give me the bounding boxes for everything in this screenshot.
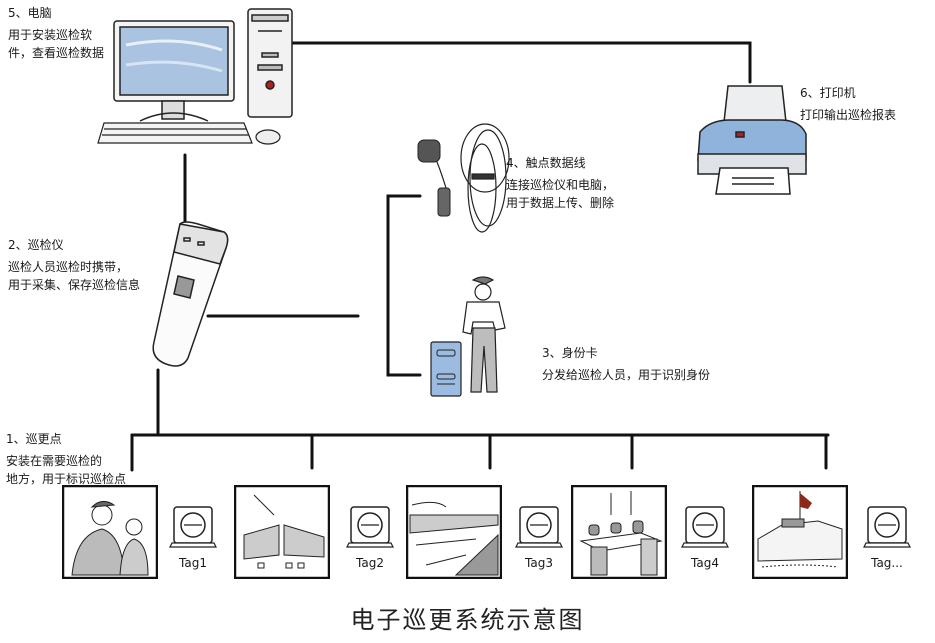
guard-cap — [471, 276, 495, 285]
id-card-label: 3、身份卡 分发给巡检人员，用于识别身份 — [542, 344, 710, 384]
checkpoint-scene-building — [752, 485, 848, 579]
tag-icon — [863, 506, 911, 548]
patrol-device-illustration — [152, 221, 229, 367]
checkpoint-scene-office — [571, 485, 667, 579]
data-cable-heading: 4、触点数据线 — [506, 156, 586, 170]
checkpoint-heading: 1、巡更点 — [6, 432, 62, 446]
computer-heading: 5、电脑 — [8, 6, 52, 20]
id-card-desc-line: 分发给巡检人员，用于识别身份 — [542, 368, 711, 382]
checkpoint-scene-gate — [234, 485, 330, 579]
tag-label: Tag1 — [179, 556, 207, 570]
keyboard — [97, 122, 253, 144]
tower — [247, 8, 293, 118]
patrol-device-desc-line: 巡检人员巡检时携带， — [8, 260, 129, 274]
guard-idcard-illustration — [430, 276, 506, 397]
patrol-device-heading: 2、巡检仪 — [8, 238, 64, 252]
patrol-device-label: 2、巡检仪 巡检人员巡检时携带， 用于采集、保存巡检信息 — [8, 236, 140, 294]
computer-label: 5、电脑 用于安装巡检软 件，查看巡检数据 — [8, 4, 104, 62]
data-cable-desc-line: 用于数据上传、删除 — [506, 196, 615, 210]
checkpoint-scene-guards — [62, 485, 158, 579]
tag-icon — [681, 506, 729, 548]
checkpoint-desc-line: 安装在需要巡检的 — [6, 454, 103, 468]
data-cable-illustration — [417, 123, 510, 233]
printer-label: 6、打印机 打印输出巡检报表 — [800, 84, 896, 124]
computer-desc-line: 件，查看巡检数据 — [8, 46, 105, 60]
checkpoint-label: 1、巡更点 安装在需要巡检的 地方，用于标识巡检点 — [6, 430, 126, 488]
tag-icon — [169, 506, 217, 548]
tag-icon — [346, 506, 394, 548]
tag-label: Tag4 — [691, 556, 719, 570]
id-card-heading: 3、身份卡 — [542, 346, 598, 360]
printer-heading: 6、打印机 — [800, 86, 856, 100]
wire-computer-printer — [248, 41, 752, 84]
data-cable-label: 4、触点数据线 连接巡检仪和电脑， 用于数据上传、删除 — [506, 154, 614, 212]
checkpoint-scene-road — [406, 485, 502, 579]
checkpoint-desc-line: 地方，用于标识巡检点 — [6, 472, 127, 486]
patrol-device-desc-line: 用于采集、保存巡检信息 — [8, 278, 141, 292]
wire-cable-bracket — [386, 194, 422, 377]
printer-desc-line: 打印输出巡检报表 — [800, 108, 897, 122]
tag-label: Tag2 — [356, 556, 384, 570]
diagram-title: 电子巡更系统示意图 — [350, 606, 585, 634]
computer-desc-line: 用于安装巡检软 — [8, 28, 93, 42]
tag-label: Tag... — [871, 556, 903, 570]
printer-illustration — [697, 85, 807, 195]
monitor — [113, 20, 235, 122]
tag-icon — [515, 506, 563, 548]
computer-illustration — [97, 8, 293, 145]
mouse — [255, 129, 281, 145]
tag-label: Tag3 — [525, 556, 553, 570]
data-cable-desc-line: 连接巡检仪和电脑， — [506, 178, 615, 192]
